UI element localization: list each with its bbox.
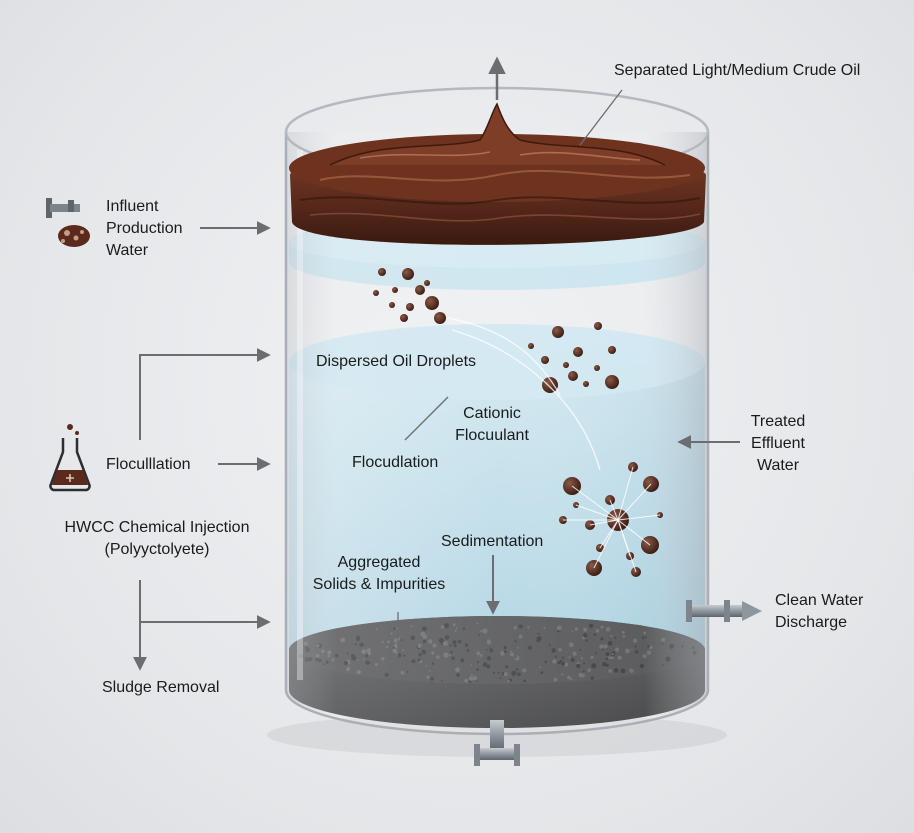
label-influent-line1: Influent: [106, 198, 159, 215]
label-aggregated-line1: Aggregated: [337, 554, 421, 571]
oil-droplet: [594, 322, 602, 330]
oil-droplet: [583, 381, 589, 387]
floc-link: [599, 519, 619, 549]
label-aggregated: Aggregated Solids & Impurities: [304, 552, 454, 596]
oil-droplet: [568, 371, 578, 381]
floc-link: [609, 499, 619, 521]
oil-droplet: [378, 268, 386, 276]
oil-layer: [289, 102, 706, 245]
label-aggregated-line2: Solids & Impurities: [312, 576, 446, 593]
oil-droplet: [542, 377, 558, 393]
oil-droplet: [434, 312, 446, 324]
label-sedimentation: Sedimentation: [441, 533, 544, 550]
floc-link: [617, 483, 652, 521]
oil-droplet: [415, 285, 425, 295]
tank: [267, 56, 762, 766]
oil-droplet: [373, 290, 379, 296]
oil-droplet: [573, 347, 583, 357]
label-treated: Treated Effluent Water: [745, 411, 811, 477]
oil-droplet: [608, 346, 616, 354]
oil-droplet: [605, 375, 619, 389]
label-clean-line1: Clean Water: [775, 592, 864, 609]
floc-link: [617, 519, 637, 573]
label-treated-line2: Effluent: [751, 435, 805, 452]
label-flocculation-side: Floculllation: [106, 456, 191, 473]
label-influent-line2: Production: [106, 220, 183, 237]
floc-link: [571, 485, 619, 521]
floc-link: [617, 519, 651, 546]
floc-link: [617, 466, 634, 521]
label-cationic-line2: Flocuulant: [455, 427, 529, 444]
oil-droplet: [563, 362, 569, 368]
label-dispersed-droplets: Dispersed Oil Droplets: [316, 353, 477, 370]
floc-link: [593, 519, 619, 569]
oil-droplet: [425, 296, 439, 310]
label-influent-line3: Water: [106, 242, 149, 259]
label-treated-line3: Water: [756, 457, 800, 474]
label-influent: Influent Production Water: [106, 196, 183, 262]
oil-droplet: [406, 303, 414, 311]
oil-droplets: [373, 268, 663, 577]
oil-droplet: [594, 365, 600, 371]
oil-droplet: [392, 287, 398, 293]
label-cationic-line1: Cationic: [463, 405, 521, 422]
oil-droplet: [541, 356, 549, 364]
label-flocculation-tank: Flocudlation: [352, 454, 439, 471]
label-hwcc-line2: (Polyyctolyete): [104, 541, 210, 558]
label-separated-oil: Separated Light/Medium Crude Oil: [614, 62, 861, 79]
floc-link: [617, 514, 661, 521]
label-hwcc: HWCC Chemical Injection (Polyyctolyete): [58, 517, 256, 561]
floc-link: [575, 504, 619, 521]
oil-droplet: [389, 302, 395, 308]
label-sludge-removal: Sludge Removal: [102, 679, 220, 696]
floc-link: [589, 519, 619, 526]
label-clean-water: Clean Water Discharge: [775, 590, 863, 634]
leader-lines: [397, 89, 623, 660]
oil-droplet: [552, 326, 564, 338]
oil-droplet: [528, 343, 534, 349]
label-treated-line1: Treated: [750, 413, 806, 430]
drain-valve-icon: [474, 720, 520, 766]
label-cationic: Cationic Flocuulant: [452, 403, 532, 447]
oil-droplet: [400, 314, 408, 322]
floc-links: [563, 466, 661, 573]
flow-arrows: [133, 221, 740, 671]
oil-droplet: [424, 280, 430, 286]
label-clean-line2: Discharge: [775, 614, 848, 631]
pipe-outlet-icon[interactable]: [686, 600, 762, 622]
label-hwcc-line1: HWCC Chemical Injection: [64, 519, 250, 536]
faucet-and-droplets-icon: [46, 198, 90, 247]
oil-droplet: [402, 268, 414, 280]
chemical-flask-icon: [49, 424, 91, 492]
